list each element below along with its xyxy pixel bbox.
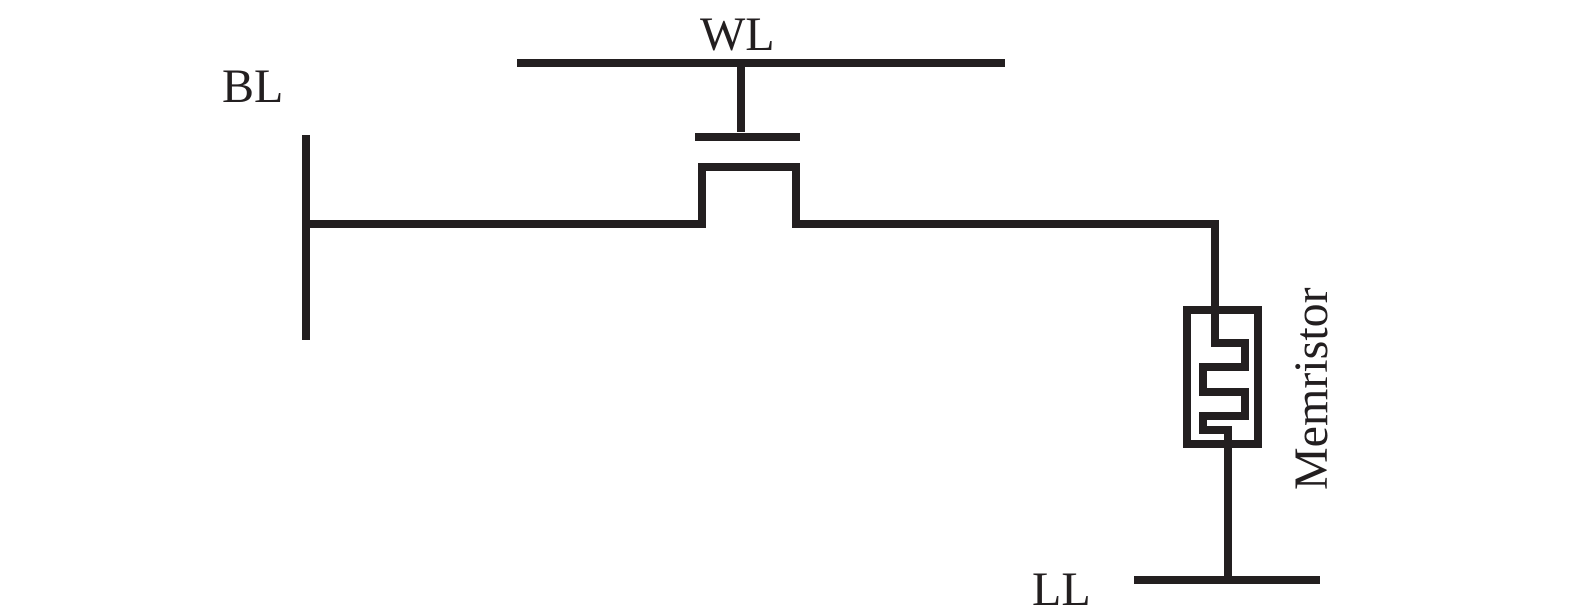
transistor-channel-wire bbox=[306, 163, 1219, 310]
word-line-label: WL bbox=[700, 8, 775, 61]
memristor-label: Memristor bbox=[1285, 287, 1338, 490]
bit-line-label: BL bbox=[222, 60, 283, 113]
lower-line-label: LL bbox=[1032, 563, 1091, 615]
memristor-serpentine bbox=[1199, 310, 1249, 444]
memristor-box bbox=[1183, 306, 1262, 448]
